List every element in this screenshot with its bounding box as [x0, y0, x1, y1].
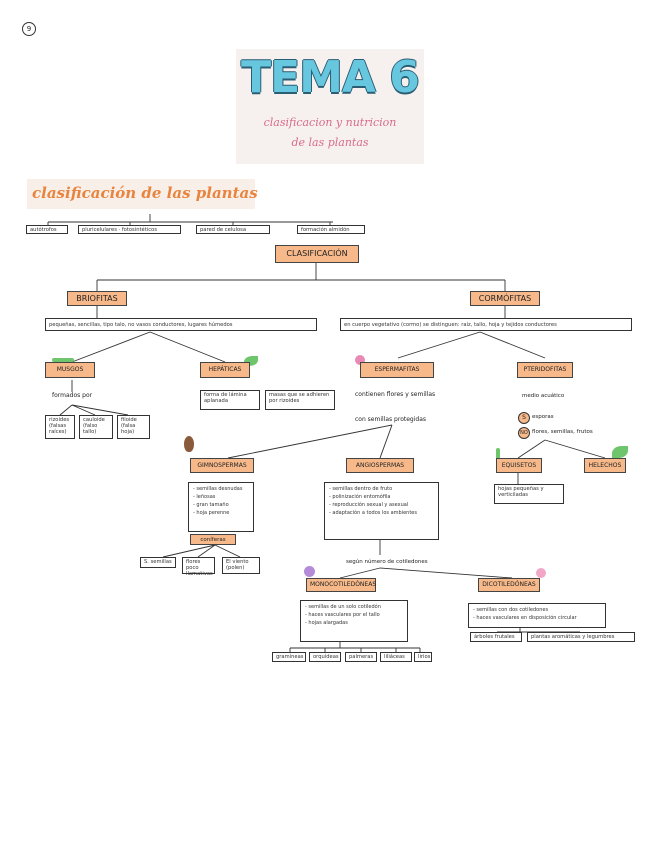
gimnospermas-trait: - leñosas	[193, 494, 216, 500]
angiospermas-trait: - semillas dentro de fruto	[329, 486, 393, 492]
moss-icon	[52, 358, 74, 362]
angiospermas-node: ANGIOSPERMAS	[346, 458, 414, 473]
mono-example-palmeras: palmeras	[345, 652, 377, 662]
purple-flower-icon	[304, 566, 315, 577]
musgos-part-rizoides: rizoides (falsas raíces)	[45, 415, 75, 439]
dicotiledoneas-traits: - semillas con dos cotiledones - haces v…	[468, 603, 606, 628]
flower-icon	[355, 355, 365, 365]
trait-almidon: formación almidón	[297, 225, 365, 234]
title-card	[236, 49, 424, 164]
clasificacion-node: CLASIFICACIÓN	[275, 245, 359, 263]
section-title-bg	[27, 179, 255, 209]
equisetos-description: hojas pequeñas y verticiladas	[494, 484, 564, 504]
gimnospermas-trait: - gran tamaño	[193, 502, 229, 508]
cotiledones-label: según número de cotiledones	[346, 559, 428, 565]
trait-autotrofos: autótrofos	[26, 225, 68, 234]
mono-example-lirios: lirios	[414, 652, 432, 662]
main-title: TEMA 6	[241, 52, 420, 103]
badge-no: NO	[518, 427, 530, 439]
monocotiledoneas-traits: - semillas de un solo cotiledón - haces …	[300, 600, 408, 642]
horsetail-icon	[496, 448, 500, 462]
gimnospermas-trait: - semillas desnudas	[193, 486, 243, 492]
hepaticas-node: HEPÁTICAS	[200, 362, 250, 378]
gimnospermas-example-1: S. semillas	[140, 557, 176, 568]
dico-example-frutales: árboles frutales	[470, 632, 522, 642]
pinecone-icon	[184, 436, 194, 452]
fern-icon	[612, 446, 628, 458]
briofitas-node: BRIOFITAS	[67, 291, 127, 306]
mono-example-liliaceas: liliáceas	[380, 652, 412, 662]
mono-trait: - semillas de un solo cotiledón	[305, 604, 381, 610]
cormofitas-description: en cuerpo vegetativo (cormo) se distingu…	[340, 318, 632, 331]
section-title: clasificación de las plantas	[32, 184, 258, 202]
mono-example-orquideas: orquídeas	[309, 652, 341, 662]
musgos-formed-by: formados por	[52, 392, 93, 399]
espermafitas-line-2: con semillas protegidas	[355, 416, 426, 423]
dico-example-aromaticas: plantas aromáticas y legumbres	[527, 632, 635, 642]
page-number: 9	[22, 22, 36, 36]
mono-example-gramineas: gramíneas	[272, 652, 306, 662]
dico-trait: - haces vasculares en disposición circul…	[473, 615, 577, 621]
coniferas-tag: coníferas	[190, 534, 236, 545]
pteridofitas-line-1: medio acuático	[522, 393, 565, 399]
monocotiledoneas-node: MONOCOTILEDÓNEAS	[306, 578, 376, 592]
subtitle-line-2: de las plantas	[291, 136, 369, 149]
angiospermas-trait: - polinización entomófila	[329, 494, 391, 500]
musgos-part-cauloide: cauloide (falso tallo)	[79, 415, 113, 439]
pteridofitas-no-items: flores, semillas, frutos	[532, 429, 593, 435]
briofitas-description: pequeñas, sencillas, tipo talo, no vasos…	[45, 318, 317, 331]
hepaticas-part-masas: masas que se adhieren por rizoides	[265, 390, 335, 410]
equisetos-node: EQUISETOS	[496, 458, 542, 473]
pink-flower-icon	[536, 568, 546, 578]
espermafitas-node: ESPERMAFITAS	[360, 362, 434, 378]
angiospermas-trait: - adaptación a todos los ambientes	[329, 510, 417, 516]
musgos-node: MUSGOS	[45, 362, 95, 378]
pteridofitas-esporas: esporas	[532, 414, 554, 420]
mono-trait: - hojas alargadas	[305, 620, 348, 626]
gimnospermas-trait: - hoja perenne	[193, 510, 230, 516]
cormofitas-node: CORMÓFITAS	[470, 291, 540, 306]
gimnospermas-traits: - semillas desnudas - leñosas - gran tam…	[188, 482, 254, 532]
pteridofitas-node: PTERIDOFITAS	[517, 362, 573, 378]
liverwort-icon	[244, 356, 258, 366]
musgos-part-filoide: filoide (falsa hoja)	[117, 415, 150, 439]
gimnospermas-example-2: flores poco llamativas	[182, 557, 215, 577]
trait-pluricelulares: pluricelulares · fotosintéticos	[78, 225, 181, 234]
mono-trait: - haces vasculares por el tallo	[305, 612, 380, 618]
gimnospermas-example-3: El viento (polen)	[222, 557, 260, 574]
angiospermas-traits: - semillas dentro de fruto - polinizació…	[324, 482, 439, 540]
subtitle-line-1: clasificacion y nutricion	[263, 116, 397, 129]
hepaticas-part-lamina: forma de lámina aplanada	[200, 390, 260, 410]
angiospermas-trait: - reproducción sexual y asexual	[329, 502, 409, 508]
badge-si: S	[518, 412, 530, 424]
dicotiledoneas-node: DICOTILEDÓNEAS	[478, 578, 540, 592]
espermafitas-line-1: contienen flores y semillas	[355, 391, 436, 398]
dico-trait: - semillas con dos cotiledones	[473, 607, 549, 613]
helechos-node: HELECHOS	[584, 458, 626, 473]
trait-pared-celulosa: pared de celulosa	[196, 225, 270, 234]
gimnospermas-node: GIMNOSPERMAS	[190, 458, 254, 473]
